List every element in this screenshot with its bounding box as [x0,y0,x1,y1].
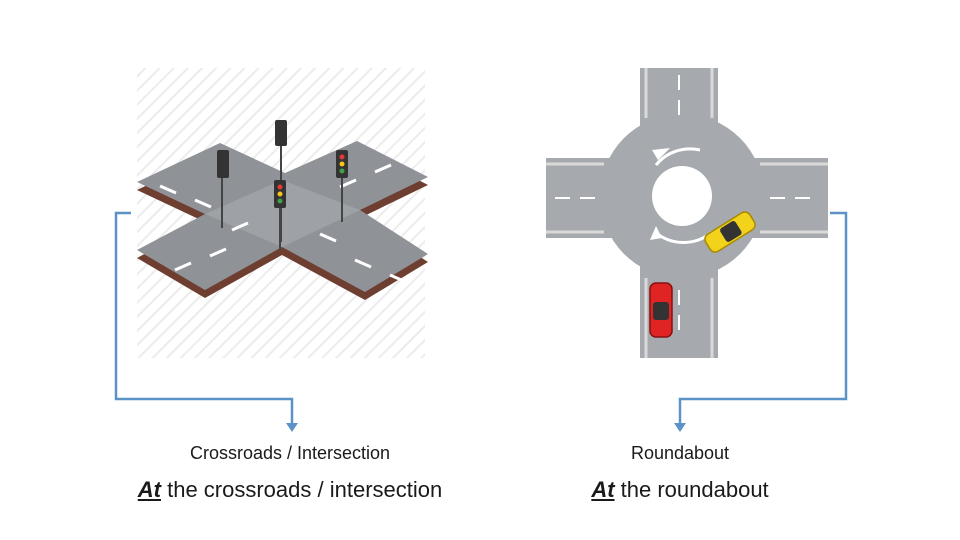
roundabout-illustration [546,68,828,358]
connector-right [678,211,848,425]
roundabout-phrase-rest: the roundabout [614,477,769,502]
arrow-down-icon [674,423,686,432]
traffic-light-center [274,180,286,250]
crossroads-phrase-rest: the crossroads / intersection [160,477,443,502]
roundabout-island [652,166,712,226]
red-car [649,282,673,338]
crossroads-illustration [137,68,428,358]
traffic-light-right [336,150,348,222]
roundabout-phrase: At the roundabout [540,477,820,503]
traffic-light-left [217,150,229,228]
crossroads-phrase: At the crossroads / intersection [90,477,490,503]
crossroads-road [137,141,428,300]
yellow-car [704,211,756,253]
crossroads-caption: Crossroads / Intersection [189,443,391,463]
crossroads-phrase-keyword: At [137,477,161,502]
arrow-down-icon [286,423,298,432]
roundabout-phrase-keyword: At [591,477,615,502]
roundabout-caption: Roundabout [630,443,730,463]
connector-left [114,211,294,425]
